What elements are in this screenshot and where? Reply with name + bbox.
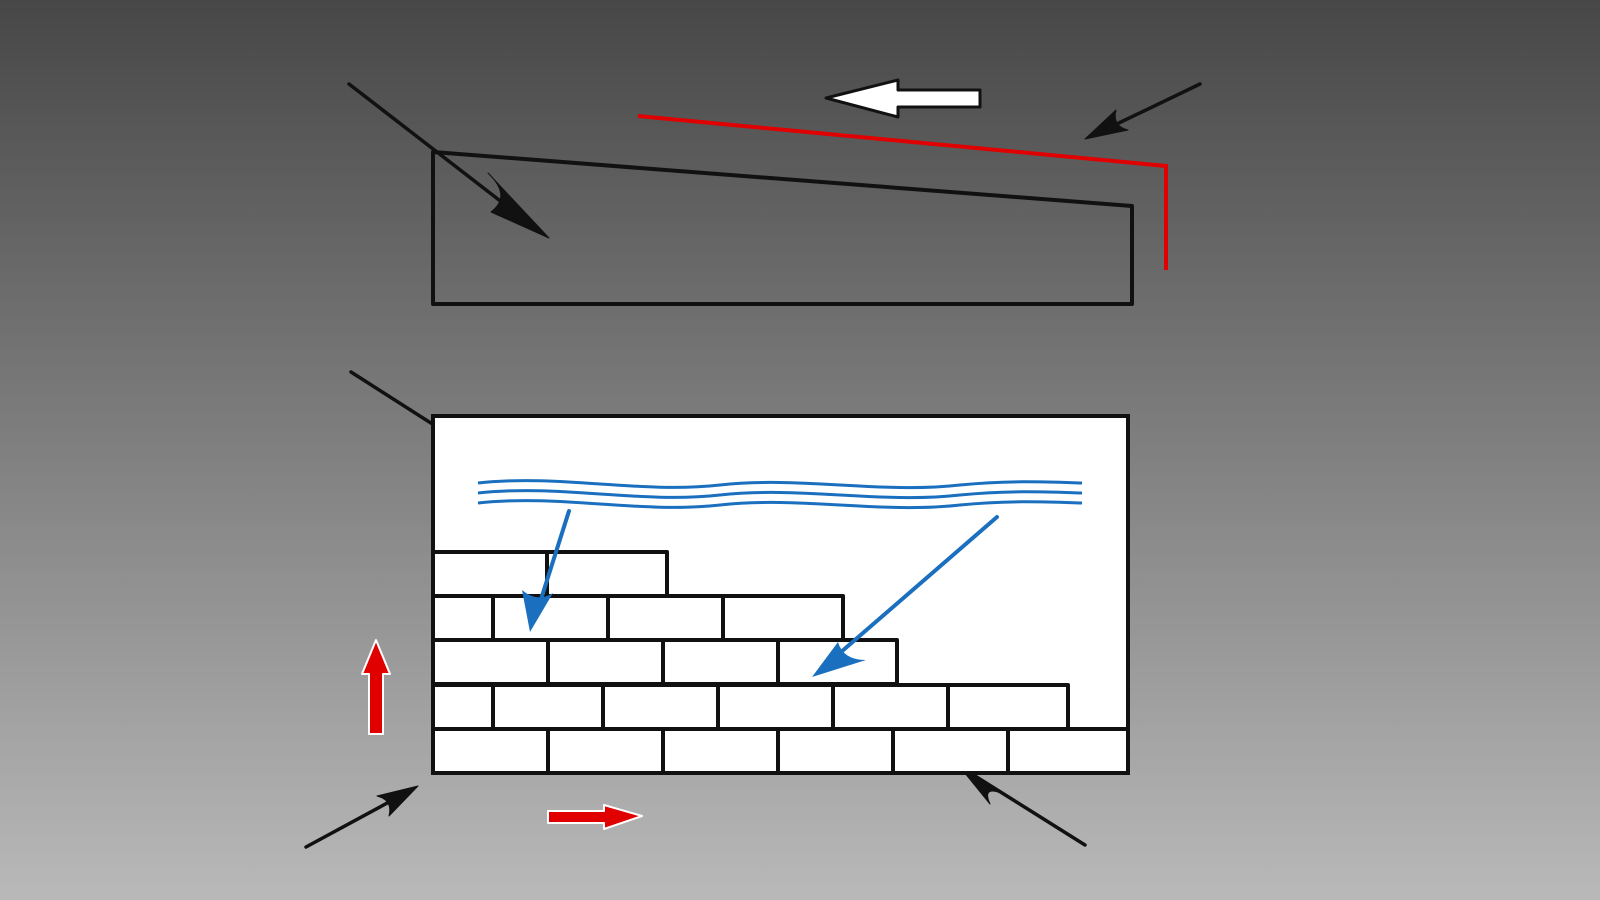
brick-course-4 xyxy=(431,683,1070,731)
brick xyxy=(546,638,665,686)
brick xyxy=(946,683,1070,731)
up-arrow xyxy=(361,639,391,735)
slide-arrow-left xyxy=(824,78,982,119)
water-arrow-left xyxy=(522,509,571,632)
water-arrow-right xyxy=(812,515,999,677)
brick xyxy=(661,638,780,686)
pointer-arrow-base-left xyxy=(304,785,419,849)
brick xyxy=(546,727,665,775)
brick xyxy=(431,727,550,775)
brick xyxy=(431,594,495,642)
brick xyxy=(831,683,950,731)
water-lines xyxy=(477,479,1083,510)
pointer-arrow-base-right xyxy=(959,766,1087,847)
brick-wall xyxy=(431,550,1130,775)
brick xyxy=(601,683,720,731)
brick xyxy=(716,683,835,731)
red-roof-line xyxy=(637,114,1168,270)
brick xyxy=(491,594,610,642)
pointer-arrow-roof xyxy=(1084,82,1202,140)
brick xyxy=(721,594,845,642)
brick xyxy=(776,727,895,775)
pointer-arrow-wedge-top xyxy=(347,82,550,239)
brick xyxy=(606,594,725,642)
brick xyxy=(661,727,780,775)
brick xyxy=(431,683,495,731)
brick xyxy=(1006,727,1130,775)
brick xyxy=(431,638,550,686)
brick xyxy=(891,727,1010,775)
brick xyxy=(491,683,605,731)
brick xyxy=(431,550,549,598)
brick xyxy=(545,550,669,598)
right-arrow xyxy=(547,804,643,830)
water-line xyxy=(477,479,1083,490)
wedge-outline xyxy=(431,150,1134,306)
brick-course-5 xyxy=(431,727,1130,775)
water-line xyxy=(477,499,1083,510)
brick-course-2 xyxy=(431,594,845,642)
water-line xyxy=(477,489,1083,500)
